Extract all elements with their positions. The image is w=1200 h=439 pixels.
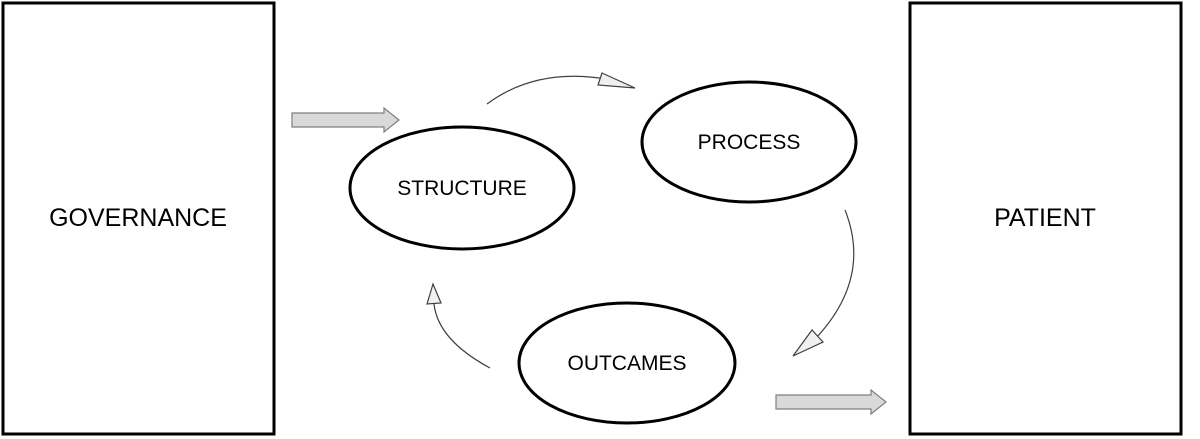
process-ellipse (640, 80, 858, 204)
structure-to-process-line (486, 75, 613, 105)
governance-box (1, 1, 276, 436)
structure-to-process-arrowhead (597, 72, 636, 89)
process-label: PROCESS (698, 131, 801, 154)
structure-node: STRUCTURE (348, 125, 576, 251)
outcomes-to-structure-arrowhead (426, 282, 442, 305)
governance-node: GOVERNANCE (1, 1, 276, 436)
patient-label: PATIENT (994, 204, 1096, 232)
structure-ellipse (348, 125, 576, 251)
outcomes-label: OUTCAMES (567, 352, 686, 375)
patient-node: PATIENT (908, 1, 1183, 436)
governance-to-structure-arrow (291, 106, 400, 134)
patient-box (908, 1, 1183, 436)
process-to-outcomes-curve (792, 209, 855, 357)
outcomes-node: OUTCAMES (517, 301, 737, 425)
process-to-outcomes-arrowhead (792, 329, 824, 357)
outcomes-to-structure-line (433, 303, 491, 369)
structure-to-process-curve (486, 72, 636, 105)
outcomes-ellipse (517, 301, 737, 425)
process-to-outcomes-line (815, 209, 855, 339)
outcomes-to-patient-arrow (775, 388, 887, 416)
process-node: PROCESS (640, 80, 858, 204)
structure-label: STRUCTURE (397, 177, 527, 200)
outcomes-to-structure-curve (426, 282, 491, 369)
governance-label: GOVERNANCE (49, 204, 227, 232)
